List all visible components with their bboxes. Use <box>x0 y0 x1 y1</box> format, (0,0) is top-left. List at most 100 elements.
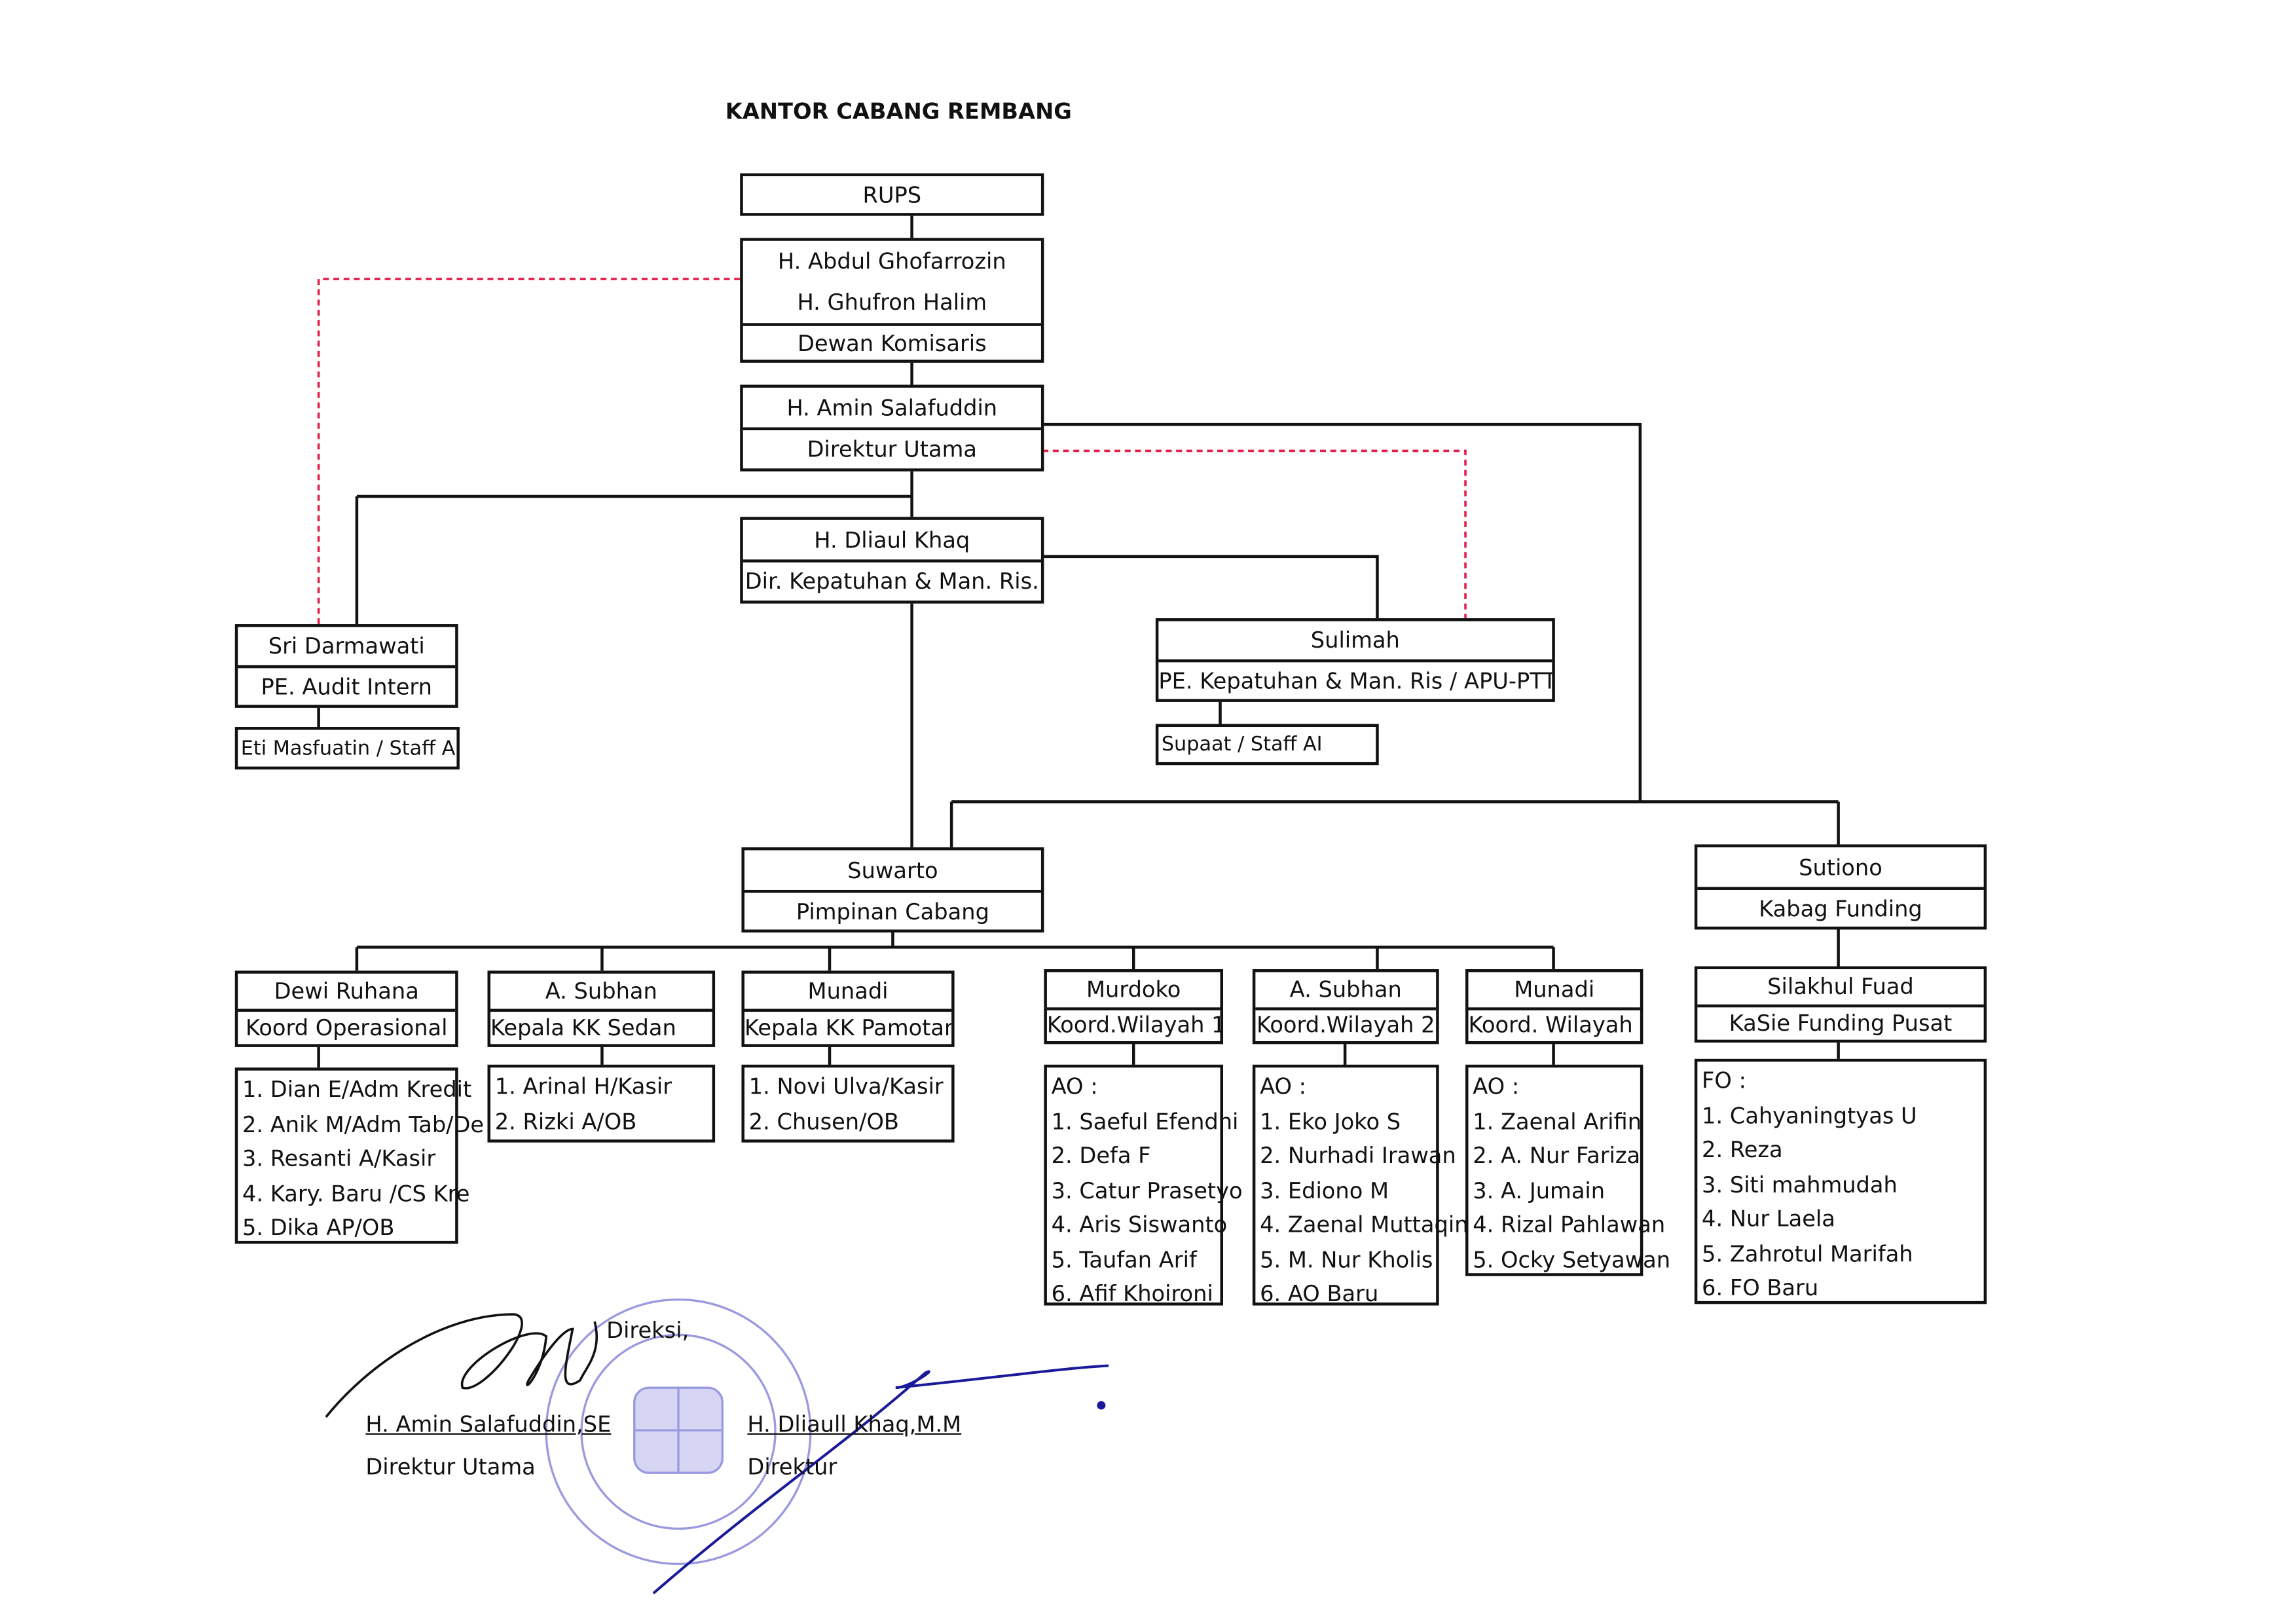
rups-box: RUPS <box>740 173 1044 216</box>
staff-list-item: 4. Aris Siswanto <box>1051 1211 1228 1238</box>
kepatuhan-box: H. Dliaul Khaq Dir. Kepatuhan & Man. Ris… <box>740 517 1044 604</box>
staff-list-item: 2. Nurhadi Irawan <box>1260 1142 1456 1170</box>
komisaris-role: Dewan Komisaris <box>743 323 1041 360</box>
funding-name: Sutiono <box>1799 854 1882 881</box>
staff-list-item: 1. Novi Ulva/Kasir <box>748 1073 944 1100</box>
staff-list-item: FO : <box>1702 1067 1746 1094</box>
staff-list-item: 6. Afif Khoironi <box>1051 1280 1213 1307</box>
unit-role: Koord.Wilayah 1 <box>1046 1006 1221 1041</box>
cabang-role: Pimpinan Cabang <box>744 889 1041 930</box>
staff-list-item: 2. Anik M/Adm Tab/De <box>242 1111 485 1137</box>
staff-list: AO : 1. Saeful Efendhi 2. Defa F 3. Catur P… <box>1044 1064 1243 1307</box>
pe-kepatuhan-box: Sulimah PE. Kepatuhan & Man. Ris / APU-P… <box>1155 618 1555 702</box>
staff-list-item: 1. Cahyaningtyas U <box>1702 1101 1917 1129</box>
company-stamp <box>545 1298 812 1565</box>
signature-heading: Direksi, <box>606 1317 689 1344</box>
dirut-box: H. Amin Salafuddin Direktur Utama <box>740 384 1044 471</box>
unit-name: Murdoko <box>1086 976 1181 1003</box>
staff-list-item: 5. Dika AP/OB <box>242 1214 395 1241</box>
staff-list-item: 4. Nur Laela <box>1702 1206 1835 1232</box>
staff-list-item: AO : <box>1260 1073 1307 1100</box>
unit-role: Kepala KK Sedan <box>490 1008 712 1044</box>
staff-list-item: 2. A. Nur Fariza <box>1473 1142 1641 1170</box>
kepatuhan-name: H. Dliaul Khaq <box>814 526 970 553</box>
komisaris-box: H. Abdul Ghofarrozin H. Ghufron Halim De… <box>740 238 1044 363</box>
unit-name: Munadi <box>807 978 889 1005</box>
signer-role: Direktur <box>747 1454 837 1481</box>
komisaris-name: H. Abdul Ghofarrozin <box>777 248 1006 275</box>
cabang-box: Suwarto Pimpinan Cabang <box>741 847 1044 932</box>
staff-list-item: 3. A. Jumain <box>1473 1177 1606 1204</box>
unit-name: A. Subhan <box>1289 976 1402 1003</box>
unit-name: Silakhul Fuad <box>1767 973 1914 1001</box>
signer-role: Direktur Utama <box>365 1454 536 1481</box>
staff-list-item: 2. Chusen/OB <box>748 1107 900 1135</box>
audit-name: Sri Darmawati <box>268 633 425 659</box>
rups-label: RUPS <box>862 181 922 208</box>
unit-role: Koord.Wilayah 2 <box>1255 1006 1437 1041</box>
staff-list-item: 4. Zaenal Muttaqin <box>1260 1211 1469 1238</box>
staff-list-item: 6. FO Baru <box>1702 1274 1819 1301</box>
staff-list: AO : 1. Eko Joko S 2. Nurhadi Irawan 3. Edi… <box>1252 1064 1469 1307</box>
signature-marks <box>325 1313 598 1418</box>
cabang-name: Suwarto <box>847 857 938 883</box>
staff-list-item: 5. Zahrotul Marifah <box>1702 1240 1913 1267</box>
staff-list-item: 3. Siti mahmudah <box>1702 1171 1898 1198</box>
dashed-red-lines <box>317 278 1467 625</box>
audit-role: PE. Audit Intern <box>238 665 456 705</box>
funding-role: Kabag Funding <box>1697 887 1984 927</box>
page-title: KANTOR CABANG REMBANG <box>725 98 1072 125</box>
funding-box: Sutiono Kabag Funding <box>1694 844 1987 930</box>
staff-list-item: 3. Resanti A/Kasir <box>242 1145 436 1172</box>
pe-kepatuhan-staff-box: Supaat / Staff AI <box>1155 724 1379 766</box>
kepatuhan-role: Dir. Kepatuhan & Man. Ris. <box>743 559 1041 600</box>
unit-role: Koord Operasional <box>238 1008 456 1044</box>
staff-list-item: 2. Reza <box>1702 1136 1783 1164</box>
unit-role: KaSie Funding Pusat <box>1697 1004 1984 1040</box>
staff-list: FO : 1. Cahyaningtyas U 2. Reza 3. Siti mah… <box>1694 1058 1987 1304</box>
staff-list-item: 1. Eko Joko S <box>1260 1107 1401 1135</box>
signer-name: H. Dliaull Khaq,M.M <box>747 1411 962 1438</box>
staff-list-item: 4. Rizal Pahlawan <box>1473 1211 1666 1238</box>
komisaris-name: H. Ghufron Halim <box>797 289 987 316</box>
staff-list-item: 2. Rizki A/OB <box>494 1107 637 1135</box>
unit-name: Dewi Ruhana <box>274 978 419 1005</box>
signature-marks-blue <box>652 1364 1109 1595</box>
audit-staff-box: Eti Masfuatin / Staff AI <box>234 727 460 770</box>
staff-list-item: 2. Defa F <box>1051 1142 1151 1170</box>
staff-list-item: 3. Catur Prasetyo <box>1051 1177 1243 1204</box>
staff-list-item: 1. Dian E/Adm Kredit <box>242 1076 472 1103</box>
unit-name: A. Subhan <box>545 978 657 1005</box>
staff-list-item: 1. Arinal H/Kasir <box>494 1073 672 1100</box>
audit-box: Sri Darmawati PE. Audit Intern <box>234 624 458 708</box>
pe-kepatuhan-staff: Supaat / Staff AI <box>1161 733 1323 756</box>
staff-list: 1. Arinal H/Kasir 2. Rizki A/OB <box>487 1064 716 1143</box>
staff-list-item: 5. M. Nur Kholis <box>1260 1246 1433 1273</box>
pe-kepatuhan-role: PE. Kepatuhan & Man. Ris / APU-PTT <box>1158 659 1552 699</box>
staff-list-item: AO : <box>1473 1073 1520 1100</box>
unit-role: Koord. Wilayah 3 <box>1468 1006 1640 1041</box>
staff-list: 1. Novi Ulva/Kasir 2. Chusen/OB <box>741 1064 955 1143</box>
staff-list-item: 4. Kary. Baru /CS Kre <box>242 1179 470 1207</box>
pe-kepatuhan-name: Sulimah <box>1310 627 1400 654</box>
staff-list-item: 1. Saeful Efendhi <box>1051 1107 1239 1135</box>
dirut-name: H. Amin Salafuddin <box>786 394 998 421</box>
signer-name: H. Amin Salafuddin,SE <box>365 1411 612 1438</box>
staff-list-item: AO : <box>1051 1073 1098 1100</box>
staff-list-item: 6. AO Baru <box>1260 1280 1379 1307</box>
staff-list-item: 3. Ediono M <box>1260 1177 1389 1204</box>
audit-staff: Eti Masfuatin / Staff AI <box>240 736 457 760</box>
unit-name: Munadi <box>1514 976 1595 1003</box>
staff-list-item: 5. Taufan Arif <box>1051 1246 1197 1273</box>
staff-list-item: 5. Ocky Setyawan <box>1473 1246 1671 1273</box>
